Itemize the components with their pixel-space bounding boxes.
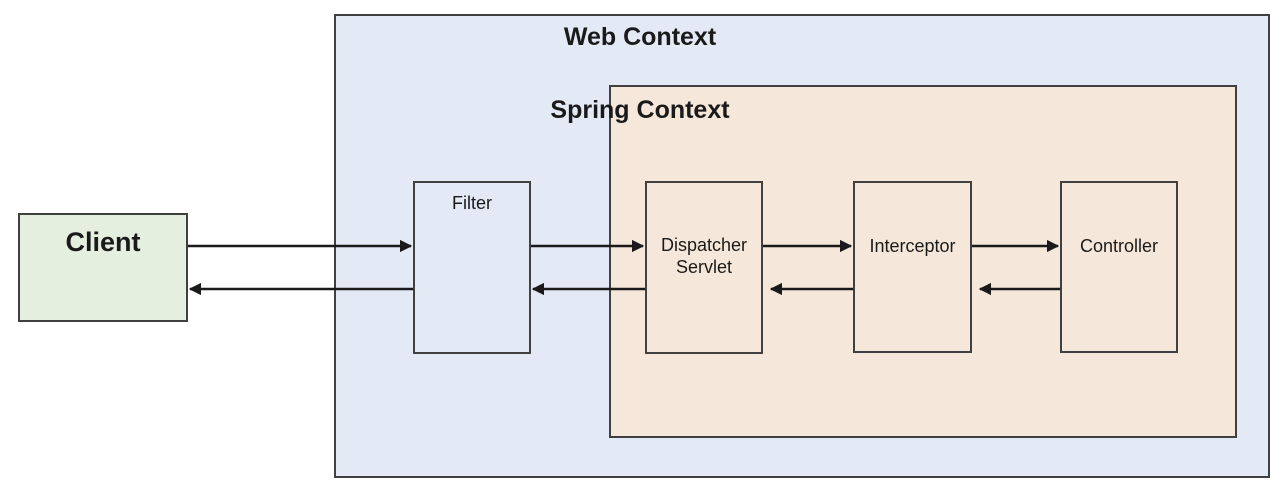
interceptor-node: Interceptor [853, 181, 972, 353]
controller-node-label: Controller [1079, 236, 1159, 256]
dispatcher-servlet-node-label: Dispatcher Servlet [660, 234, 748, 277]
controller-node: Controller [1060, 181, 1178, 353]
filter-node-label: Filter [452, 193, 492, 213]
dispatcher-servlet-node: Dispatcher Servlet [645, 181, 763, 354]
web-context-title: Web Context [563, 23, 717, 51]
spring-context-title: Spring Context [550, 96, 730, 124]
interceptor-node-label: Interceptor [869, 236, 956, 256]
client-node-label: Client [65, 227, 141, 257]
client-node: Client [18, 213, 188, 322]
filter-node: Filter [413, 181, 531, 354]
